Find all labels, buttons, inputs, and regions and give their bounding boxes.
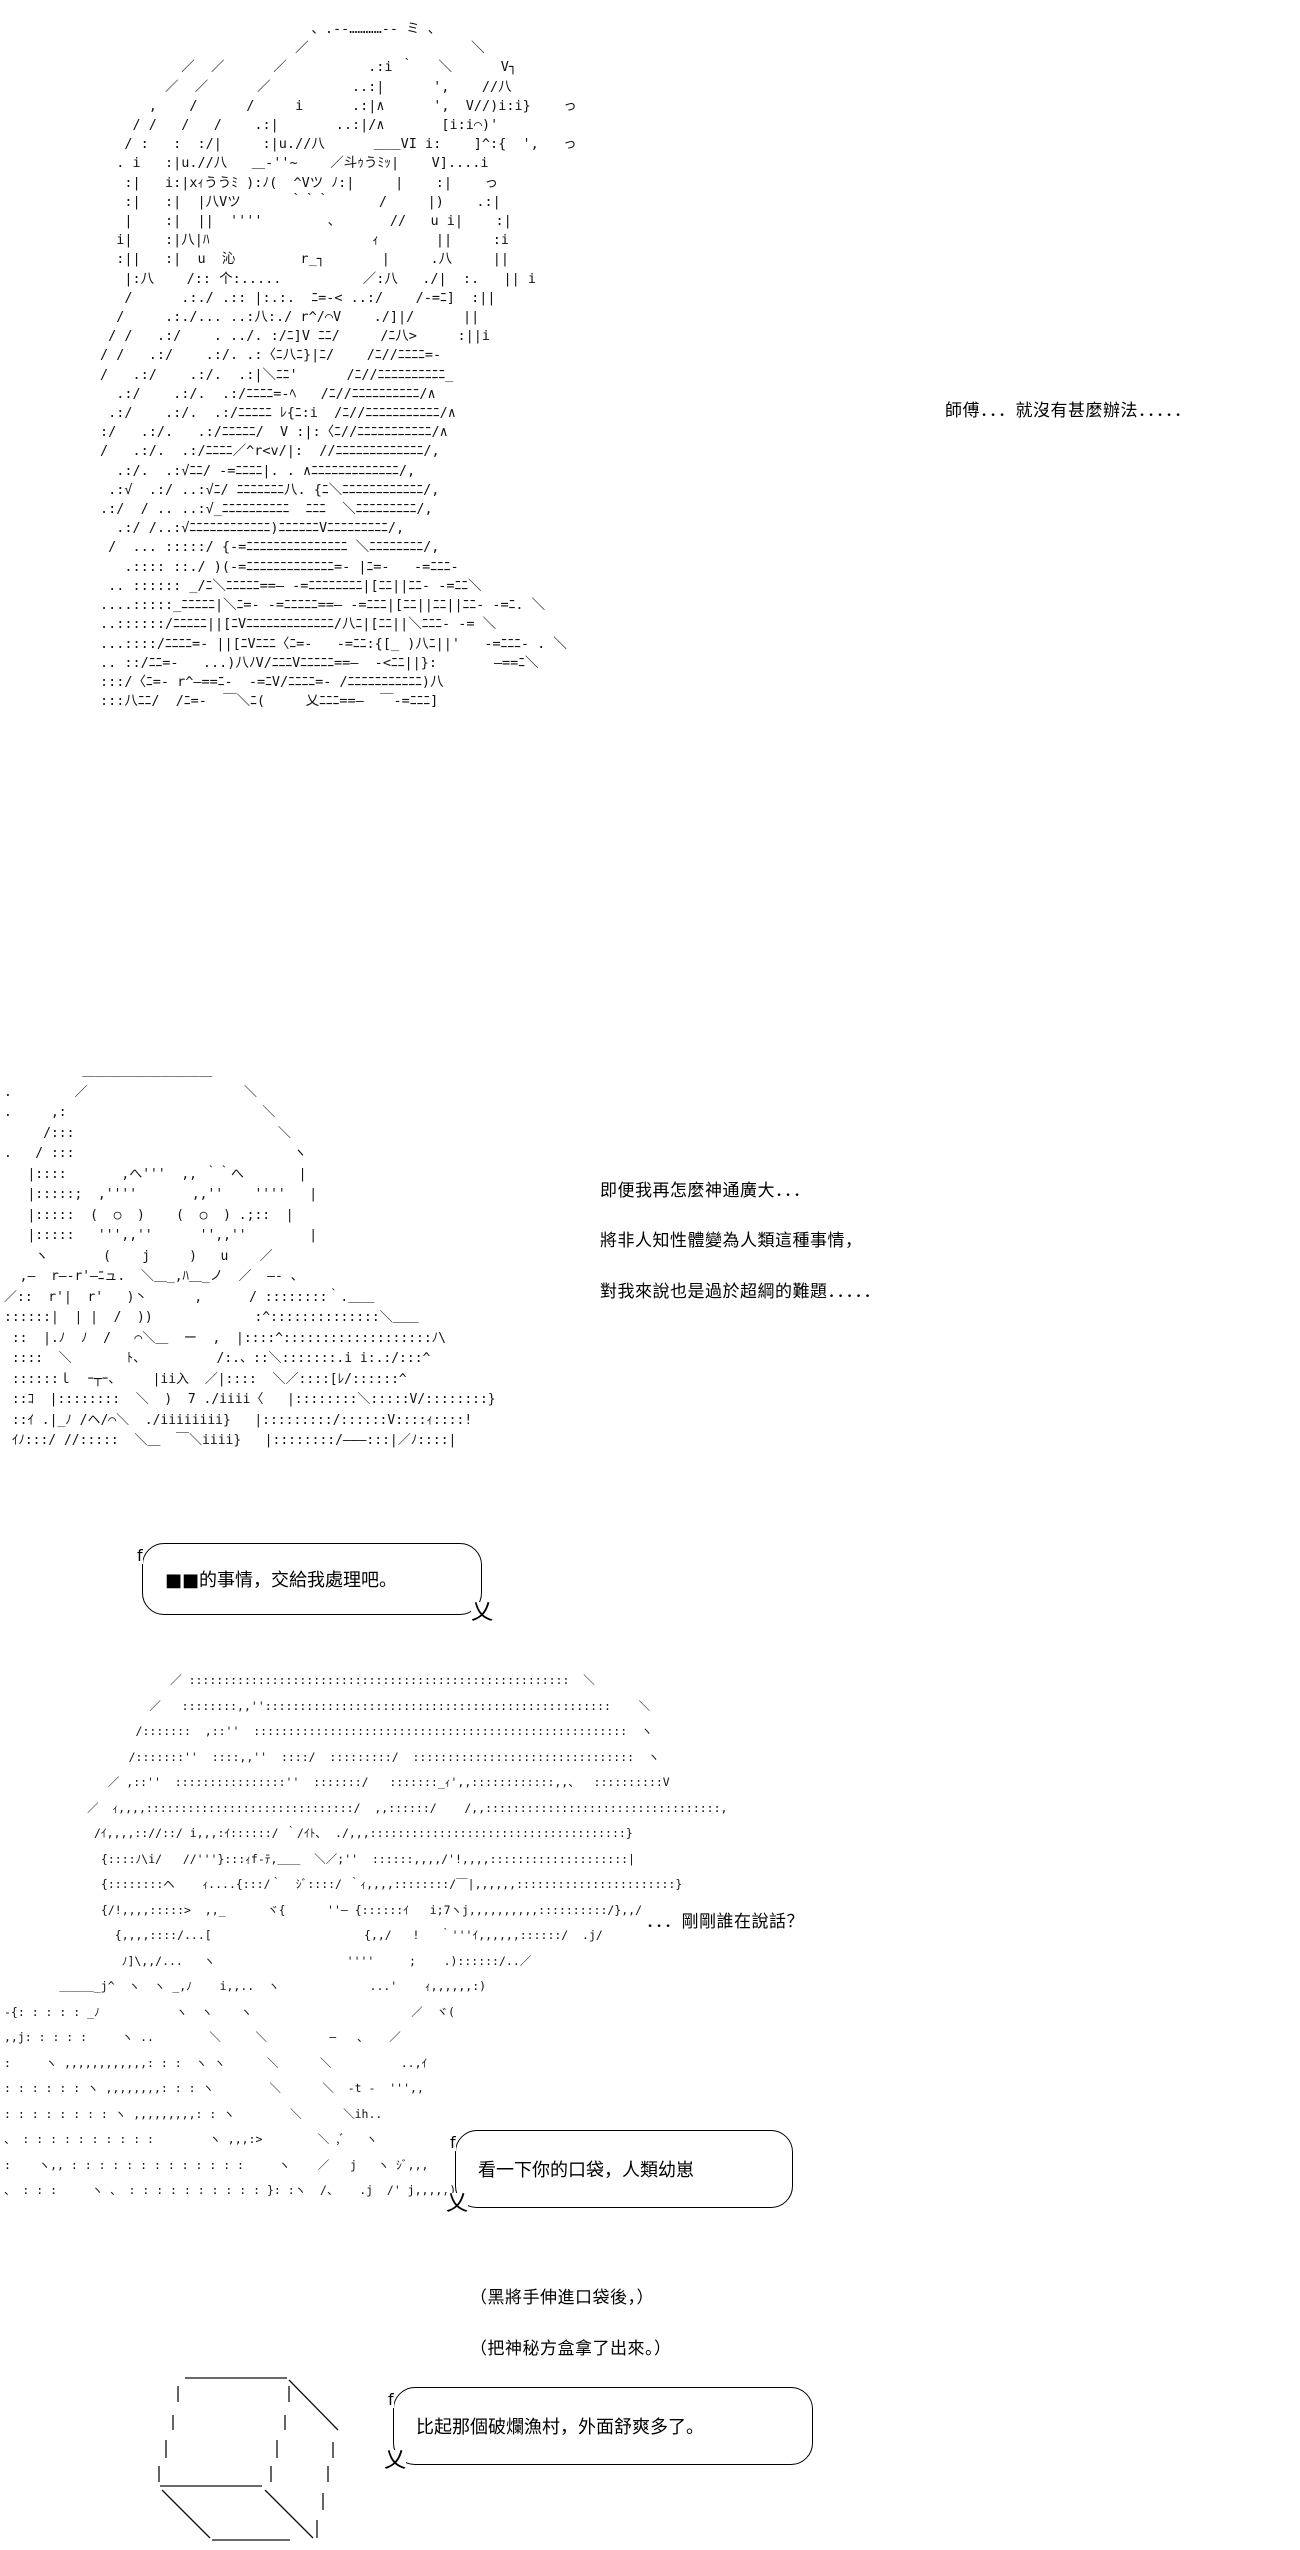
bubble-tail-icon: 乂: [446, 2191, 469, 2216]
bubble-tail-icon: 乂: [384, 2448, 407, 2473]
speech-bubble: f ■■的事情，交給我處理吧。 乂: [137, 1543, 493, 1624]
old-man-ascii-art: ＿＿＿＿＿＿＿＿＿＿ . ／ ＼ . ,: ＼ /::: ＼ . / ::: ヽ…: [4, 1064, 496, 1448]
speech-bubble-text: 比起那個破爛漁村，外面舒爽多了。: [416, 2417, 704, 2438]
speech-bubble-text: 看一下你的口袋，人類幼崽: [478, 2160, 694, 2181]
narration-text: （黑將手伸進口袋後，）: [470, 2288, 654, 2308]
narration-text: （把神秘方盒拿了出來。）: [470, 2339, 672, 2359]
bubble-tail-mark: f: [137, 1546, 143, 1565]
narration-text: ．．．剛剛誰在說話？: [646, 1912, 804, 1932]
mysterious-box-icon: [158, 2377, 339, 2541]
narration-text: 即便我再怎麼神通廣大．．．: [600, 1181, 811, 1201]
shaggy-figure-ascii-art: ／ ::::::::::::::::::::::::::::::::::::::…: [4, 1673, 728, 2197]
speech-bubble: f 比起那個破爛漁村，外面舒爽多了。 乂: [384, 2387, 813, 2472]
bubble-tail-mark: f: [388, 2390, 394, 2409]
speech-bubble: f 看一下你的口袋，人類幼崽 乂: [446, 2130, 793, 2215]
speech-bubble-text: ■■的事情，交給我處理吧。: [165, 1570, 398, 1591]
narration-text: 將非人知性體變為人類這種事情，: [600, 1231, 863, 1251]
bubble-tail-mark: f: [450, 2133, 456, 2152]
narration-text: 對我來說也是過於超綱的難題．．．．．: [600, 1282, 881, 1302]
bubble-tail-icon: 乂: [470, 1600, 493, 1625]
girl-ascii-art: 、.-‐…………‐- ミ 、 ／ ＼ ／ ／ ／ .:i ｀ ＼ V┐ ／ ／ …: [100, 21, 577, 710]
narration-text: 師傅．．．就沒有甚麼辦法．．．．．: [945, 401, 1192, 421]
